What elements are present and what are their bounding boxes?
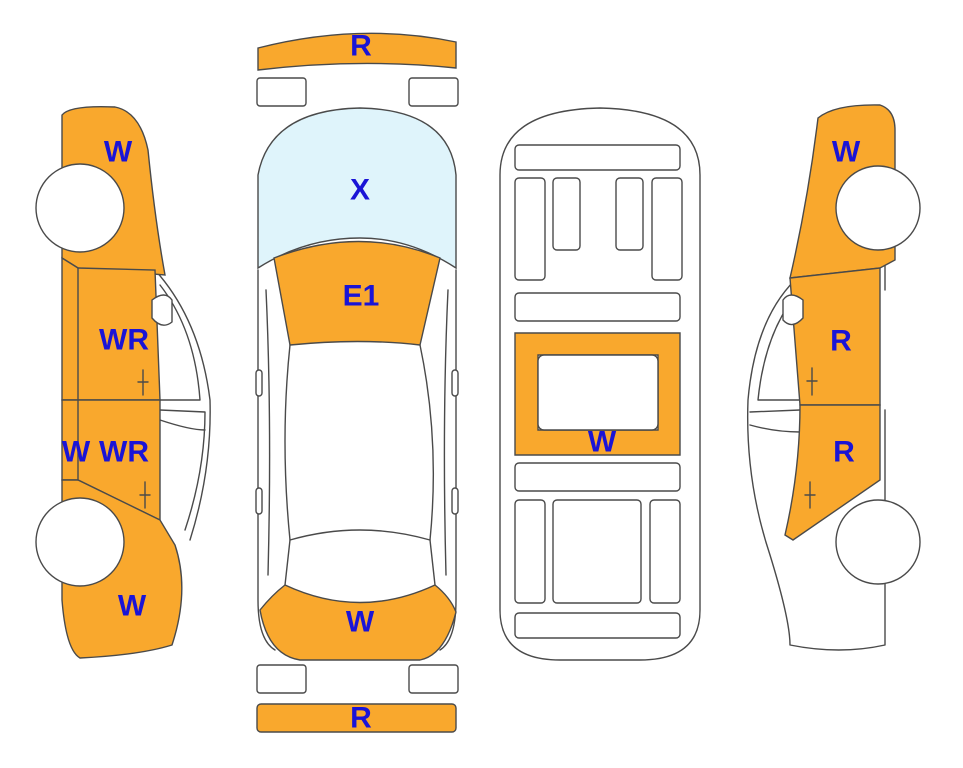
top-view xyxy=(255,32,459,733)
windshield-glass[interactable] xyxy=(257,107,457,270)
rear-bumper-label: R xyxy=(350,702,372,735)
right-side-view xyxy=(747,104,921,651)
rear-left-light xyxy=(256,664,307,694)
front-bumper-panel[interactable] xyxy=(257,32,457,71)
left-rear-quarter-label: W xyxy=(118,590,147,623)
rear-bumper-panel[interactable] xyxy=(256,703,457,733)
front-bumper-label: R xyxy=(350,30,372,63)
roof-label: W xyxy=(588,426,617,459)
left-side-view xyxy=(35,105,211,659)
left-rear-wheel xyxy=(35,497,125,587)
left-front-wheel xyxy=(35,163,125,253)
right-front-wheel xyxy=(835,165,921,251)
left-rear-door-a-label: W xyxy=(62,436,91,469)
right-rear-door-panel[interactable] xyxy=(784,404,881,541)
right-rear-wheel xyxy=(835,499,921,585)
left-rear-door-b-label: WR xyxy=(99,436,149,469)
hood-label: E1 xyxy=(343,280,380,313)
trunk-panel[interactable] xyxy=(259,584,457,661)
trunk-label: W xyxy=(346,606,375,639)
right-front-door-label: R xyxy=(830,325,852,358)
front-left-light xyxy=(256,77,307,107)
left-front-door-label: WR xyxy=(99,324,149,357)
rear-right-light xyxy=(408,664,459,694)
right-front-fender-label: W xyxy=(832,136,861,169)
front-right-light xyxy=(408,77,459,107)
left-front-fender-label: W xyxy=(104,136,133,169)
windshield-label: X xyxy=(350,174,370,207)
left-front-door-panel[interactable] xyxy=(61,256,161,401)
right-rear-door-label: R xyxy=(833,436,855,469)
underside-view xyxy=(499,107,701,661)
hood-panel[interactable] xyxy=(273,240,441,346)
